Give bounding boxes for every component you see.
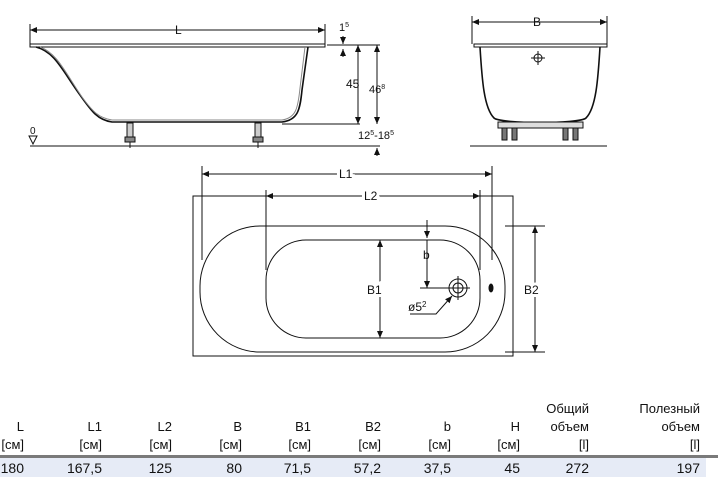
- header-line: B: [233, 419, 242, 434]
- tub-rim: [29, 43, 326, 48]
- floor-level-icon: [28, 135, 38, 146]
- header-line: [219, 400, 242, 418]
- tub-basin: [265, 239, 481, 339]
- table-cell: 180: [0, 460, 24, 476]
- foot-right: [252, 122, 264, 148]
- tub-body-side: [35, 46, 309, 123]
- header-line: B2: [365, 419, 381, 434]
- bathtub-technical-drawing: L 15 45 468 0 125-185 B L1 L2 B1 B2 b ø5…: [28, 15, 608, 357]
- side-view: [28, 24, 380, 156]
- table-cell: 197: [676, 460, 700, 476]
- table-cell: 45: [504, 460, 520, 476]
- header-line: H: [510, 419, 520, 434]
- header-line: [см]: [1, 437, 24, 452]
- header-line: [см]: [428, 437, 451, 452]
- header-line: объем: [661, 419, 700, 434]
- label-45: 45: [346, 77, 360, 91]
- table-cell: 37,5: [423, 460, 451, 476]
- label-floor-0: 0: [30, 126, 36, 137]
- column-header: H [см]: [497, 400, 520, 454]
- label-L: L: [175, 23, 182, 37]
- column-header: L [см]: [1, 400, 24, 454]
- column-header: L1 [см]: [79, 400, 102, 454]
- table-cell: 71,5: [283, 460, 311, 476]
- label-L1: L1: [339, 167, 353, 181]
- header-line: Полезный: [639, 401, 700, 416]
- header-line: Общий: [546, 401, 589, 416]
- svg-text:ø52: ø52: [408, 300, 427, 314]
- label-B1: B1: [367, 283, 382, 297]
- column-header: B1 [см]: [288, 400, 311, 454]
- top-view: [192, 166, 545, 357]
- column-header: L2 [см]: [149, 400, 172, 454]
- header-line: [428, 400, 451, 418]
- header-line: [см]: [288, 437, 311, 452]
- header-line: [358, 400, 381, 418]
- header-rule: [0, 455, 718, 458]
- table-cell: 80: [226, 460, 242, 476]
- header-line: [l]: [689, 437, 700, 452]
- column-header: B2 [см]: [358, 400, 381, 454]
- header-line: [1, 400, 24, 418]
- tub-outline: [192, 195, 514, 357]
- label-B: B: [533, 15, 541, 29]
- header-line: [см]: [219, 437, 242, 452]
- table-cell: 125: [148, 460, 172, 476]
- table-cell: 57,2: [353, 460, 381, 476]
- svg-text:125-185: 125-185: [358, 130, 394, 142]
- table-cell: 167,5: [66, 460, 102, 476]
- label-b: b: [423, 248, 430, 262]
- column-header: Полезный объем [l]: [639, 400, 700, 454]
- table-row: [0, 458, 706, 477]
- label-L2: L2: [364, 189, 378, 203]
- svg-text:15: 15: [339, 22, 349, 34]
- header-line: L: [16, 419, 24, 434]
- header-line: L2: [157, 419, 172, 434]
- foot-left: [124, 122, 136, 148]
- header-line: [l]: [578, 437, 589, 452]
- header-line: [см]: [358, 437, 381, 452]
- table-cell: 272: [565, 460, 589, 476]
- header-line: b: [443, 419, 451, 434]
- label-B2: B2: [524, 283, 539, 297]
- end-view: [470, 16, 608, 147]
- header-line: [149, 400, 172, 418]
- header-line: [см]: [149, 437, 172, 452]
- header-line: L1: [87, 419, 102, 434]
- column-header: Общий объем [l]: [546, 400, 589, 454]
- column-header: B [см]: [219, 400, 242, 454]
- column-header: b [см]: [428, 400, 451, 454]
- overflow-icon: [488, 283, 494, 293]
- header-line: [288, 400, 311, 418]
- header-line: [79, 400, 102, 418]
- svg-text:468: 468: [369, 84, 385, 96]
- header-line: объем: [550, 419, 589, 434]
- tub-inner-rim: [199, 225, 506, 353]
- header-line: B1: [295, 419, 311, 434]
- header-line: [497, 400, 520, 418]
- header-line: [см]: [79, 437, 102, 452]
- header-line: [см]: [497, 437, 520, 452]
